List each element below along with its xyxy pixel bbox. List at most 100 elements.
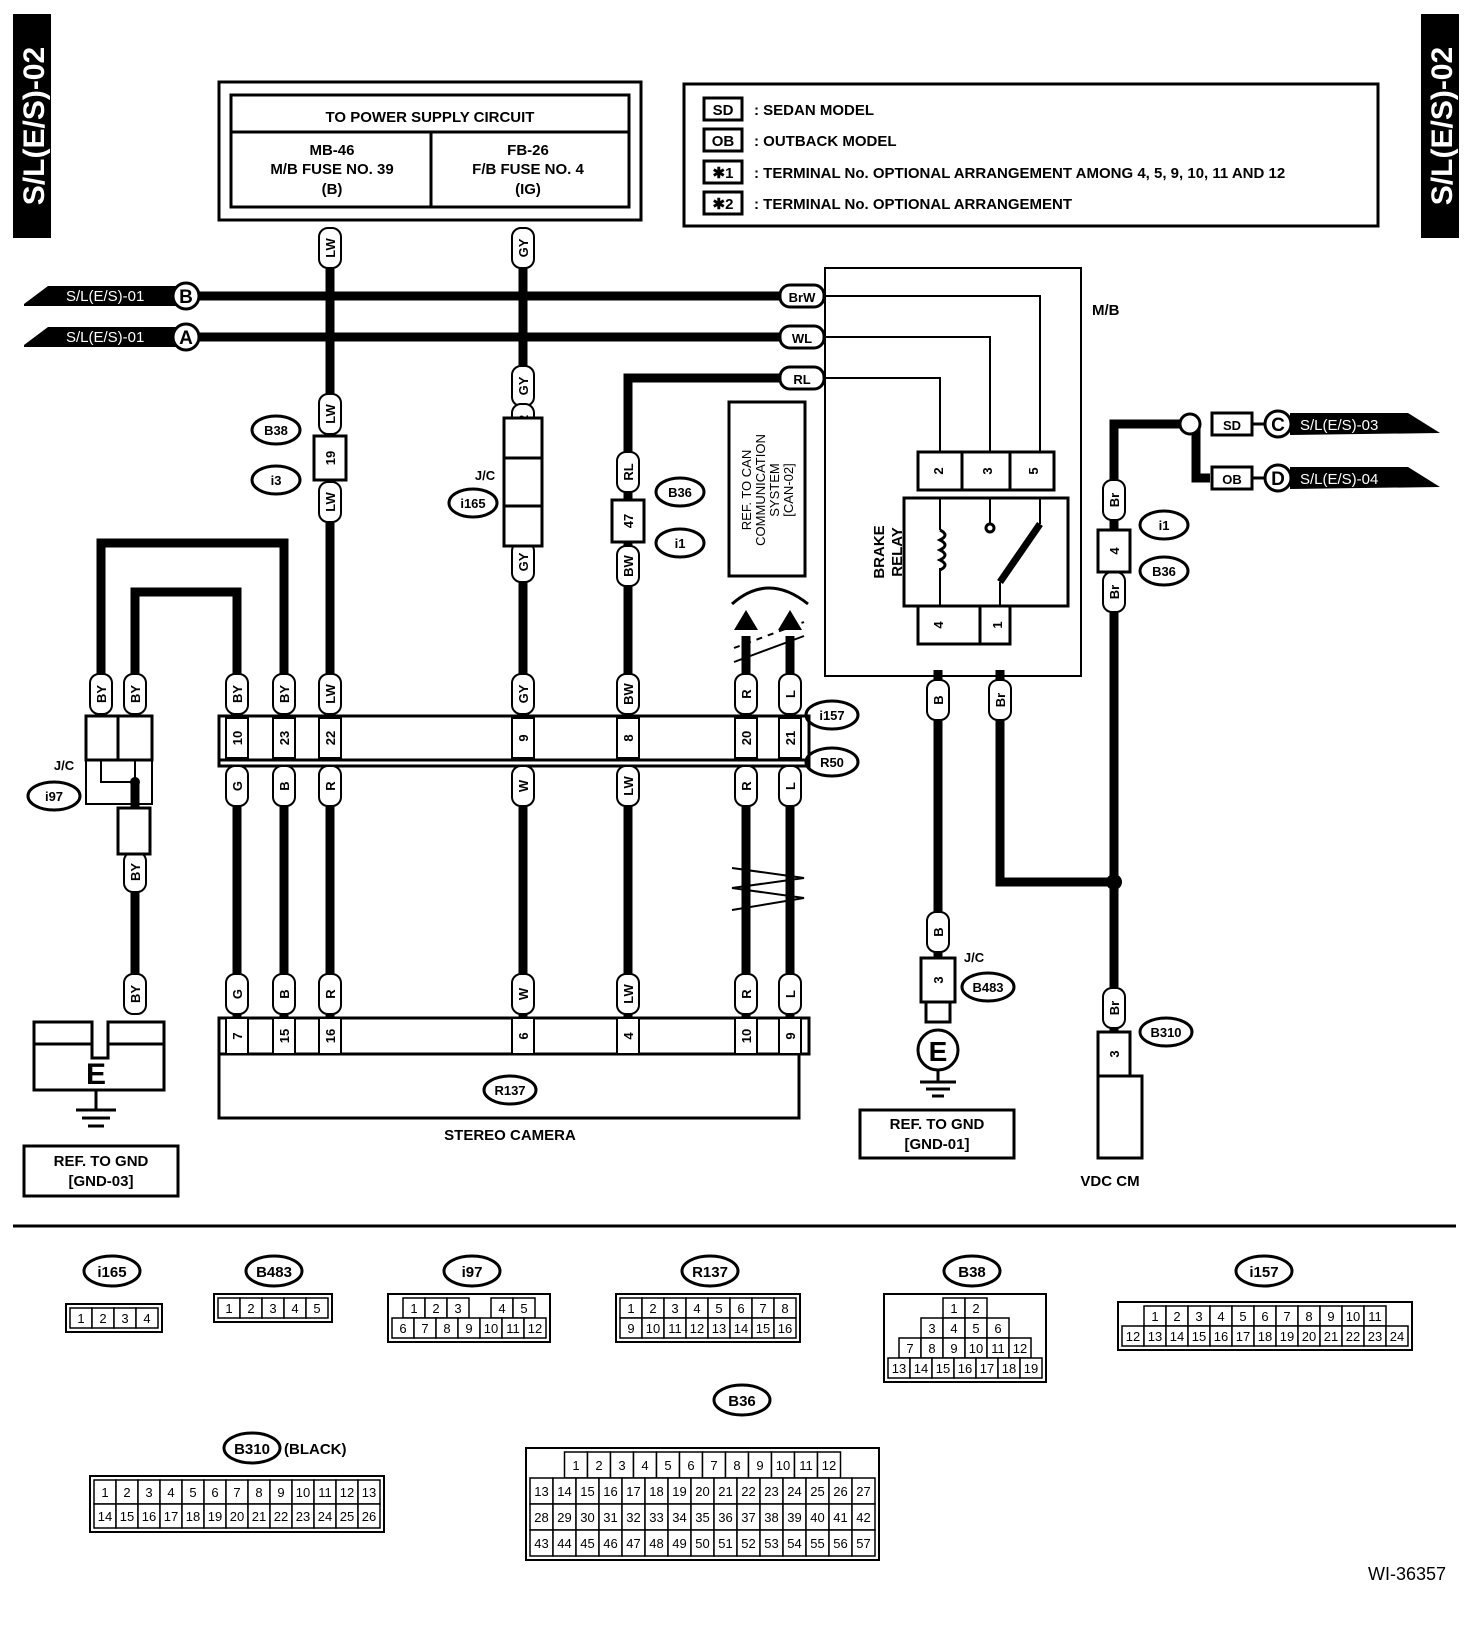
legend-box: SD : SEDAN MODEL OB : OUTBACK MODEL ✱1 :… <box>682 82 1380 228</box>
side-label-left: S/L(E/S)-02 <box>18 47 51 205</box>
power-left-line3: (B) <box>322 181 343 198</box>
svg-text:BY: BY <box>94 685 109 703</box>
svg-text:4: 4 <box>950 1321 957 1336</box>
wire-tag-rl-628-472: RL <box>616 451 640 493</box>
svg-text:18: 18 <box>1258 1329 1272 1344</box>
svg-text:19: 19 <box>1024 1361 1038 1376</box>
svg-text:14: 14 <box>1170 1329 1184 1344</box>
can-line4: [CAN-02] <box>781 463 796 516</box>
svg-text:12: 12 <box>1126 1329 1140 1344</box>
svg-text:12: 12 <box>528 1321 542 1336</box>
ref-d-letter: D <box>1271 469 1285 490</box>
svg-text:17: 17 <box>1236 1329 1250 1344</box>
svg-text:BW: BW <box>621 682 636 704</box>
can-arrow-r-icon <box>734 610 758 630</box>
svg-text:LW: LW <box>323 684 338 704</box>
figure-id: WI-36357 <box>1368 1564 1446 1584</box>
ground-right: 3 J/C B483 E REF. TO GND [GND-01] <box>858 950 1016 1160</box>
svg-text:R: R <box>323 989 338 999</box>
i157-label: i157 <box>819 708 844 723</box>
i165-label: i165 <box>460 496 485 511</box>
svg-text:R: R <box>739 689 754 699</box>
r137-label: R137 <box>494 1083 525 1098</box>
svg-text:41: 41 <box>833 1510 847 1525</box>
svg-text:13: 13 <box>362 1485 376 1500</box>
svg-text:20: 20 <box>695 1484 709 1499</box>
legend-text-ob: : OUTBACK MODEL <box>754 133 897 150</box>
svg-text:6: 6 <box>211 1485 218 1500</box>
main-fuse-box <box>824 267 1082 677</box>
side-tab-left <box>13 14 51 238</box>
svg-text:9: 9 <box>465 1321 472 1336</box>
svg-text:15: 15 <box>120 1509 134 1524</box>
svg-text:25: 25 <box>340 1509 354 1524</box>
svg-text:2: 2 <box>1173 1309 1180 1324</box>
b483-label: B483 <box>972 980 1003 995</box>
b310-label: B310 <box>1150 1025 1181 1040</box>
svg-text:L: L <box>783 990 798 998</box>
can-line3: SYSTEM <box>767 463 782 516</box>
svg-text:G: G <box>230 781 245 791</box>
power-left-line1: MB-46 <box>309 142 354 159</box>
svg-text:14: 14 <box>734 1321 748 1336</box>
svg-text:BY: BY <box>230 685 245 703</box>
svg-text:50: 50 <box>695 1536 709 1551</box>
svg-text:8: 8 <box>781 1301 788 1316</box>
wire-tag-lw-330-694: LW <box>318 673 342 715</box>
svg-text:5: 5 <box>664 1458 671 1473</box>
svg-text:7: 7 <box>233 1485 240 1500</box>
svg-text:4: 4 <box>621 1032 636 1040</box>
connector-br-i1-b36: 4 i1 B36 <box>1096 509 1190 587</box>
stereo-camera-label: STEREO CAMERA <box>444 1127 576 1144</box>
wire-tag-br-1000-700: Br <box>988 679 1012 721</box>
connector-i97-jc: J/C i97 <box>26 714 154 856</box>
svg-text:11: 11 <box>991 1341 1005 1356</box>
svg-text:22: 22 <box>274 1509 288 1524</box>
relay-label-2: RELAY <box>889 527 906 576</box>
svg-text:10: 10 <box>739 1029 754 1043</box>
wires <box>24 250 1210 1038</box>
relay-pin-1: 1 <box>990 621 1005 628</box>
svg-text:2: 2 <box>649 1301 656 1316</box>
wire-tag-w-523-786: W <box>511 765 535 807</box>
svg-text:6: 6 <box>994 1321 1001 1336</box>
svg-text:LW: LW <box>323 492 338 512</box>
wire-tag-by-135-994: BY <box>123 973 147 1015</box>
can-reference: REF. TO CAN COMMUNICATION SYSTEM [CAN-02… <box>727 400 809 911</box>
svg-text:30: 30 <box>580 1510 594 1525</box>
svg-text:15: 15 <box>756 1321 770 1336</box>
ground-left: E REF. TO GND [GND-03] <box>22 1020 180 1198</box>
svg-text:9: 9 <box>516 734 531 741</box>
gnd03-line2: [GND-03] <box>68 1173 133 1190</box>
svg-text:16: 16 <box>958 1361 972 1376</box>
wire-tag-by-135-872: BY <box>123 851 147 893</box>
i157-pin-22: 22 <box>318 717 342 759</box>
wire-tag-gy-523-562: GY <box>511 541 535 583</box>
svg-text:1: 1 <box>1151 1309 1158 1324</box>
svg-text:R: R <box>323 781 338 791</box>
relay-pin-5: 5 <box>1026 467 1041 474</box>
r137-pin-7: 7 <box>225 1017 249 1055</box>
wire-tag-b-938-932: B <box>926 911 950 953</box>
svg-text:44: 44 <box>557 1536 571 1551</box>
svg-text:B: B <box>931 927 946 936</box>
wire-tag-wl-text: WL <box>792 331 812 346</box>
gnd01-line1: REF. TO GND <box>890 1116 985 1133</box>
i157-pin-23: 23 <box>272 717 296 759</box>
svg-text:5: 5 <box>1239 1309 1246 1324</box>
wire-tag-rl <box>778 365 826 391</box>
ref-c-model: SD <box>1223 418 1241 433</box>
wire-tag-wl <box>778 324 826 350</box>
ref-a-letter: A <box>179 328 193 349</box>
svg-text:9: 9 <box>950 1341 957 1356</box>
svg-text:8: 8 <box>255 1485 262 1500</box>
svg-text:11: 11 <box>668 1321 682 1336</box>
relay-pin-2: 2 <box>931 467 946 474</box>
svg-text:17: 17 <box>164 1509 178 1524</box>
wire-tag-by-135-694: BY <box>123 673 147 715</box>
svg-text:9: 9 <box>756 1458 763 1473</box>
ref-b-text: S/L(E/S)-01 <box>66 288 144 305</box>
r137-pin-4: 4 <box>616 1017 640 1055</box>
